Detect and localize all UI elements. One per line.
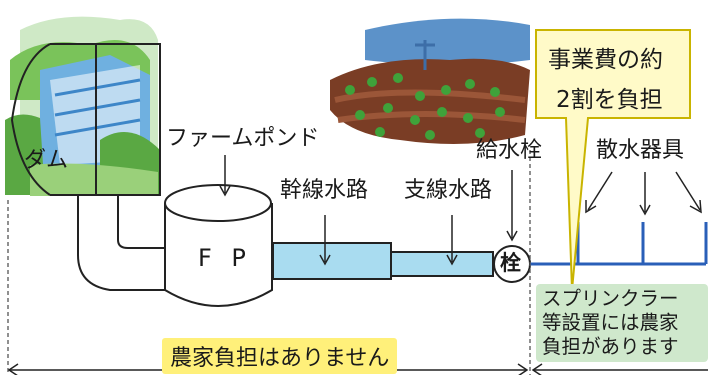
cost-callout-shape <box>535 29 691 291</box>
sprinkler-cost-note: スプリンクラー 等設置には農家 負担があります <box>536 284 708 362</box>
sprinkler-arrows <box>585 171 702 216</box>
farmer-no-cost-label: 農家負担はありません <box>162 338 398 374</box>
cost-callout-line2: 2割を負担 <box>556 87 663 113</box>
hydrant-symbol: 栓 <box>500 251 521 275</box>
sprinklers-label: 散水器具 <box>596 138 685 163</box>
sprinkler-note-line2: 等設置には農家 <box>542 311 679 334</box>
farm-pond-tank <box>164 184 273 307</box>
branch-canal-label: 支線水路 <box>404 178 493 203</box>
sprinkler-pipe <box>530 222 708 266</box>
sprinkler-note-line1: スプリンクラー <box>542 287 679 310</box>
fp-label: F P <box>198 244 252 272</box>
sprinkler-note-line3: 負担があります <box>542 335 679 358</box>
main-canal <box>272 242 392 280</box>
cost-callout-line1: 事業費の約 <box>548 47 663 73</box>
dam-illustration <box>5 16 161 196</box>
dam-label: ダム <box>24 148 69 173</box>
hydrant-label: 給水栓 <box>476 138 543 163</box>
main-canal-label: 幹線水路 <box>280 178 369 203</box>
dam-pipes <box>77 195 168 291</box>
branch-canal <box>390 251 494 277</box>
farm-pond-label: ファームポンド <box>166 126 320 151</box>
field-illustration <box>330 18 530 144</box>
